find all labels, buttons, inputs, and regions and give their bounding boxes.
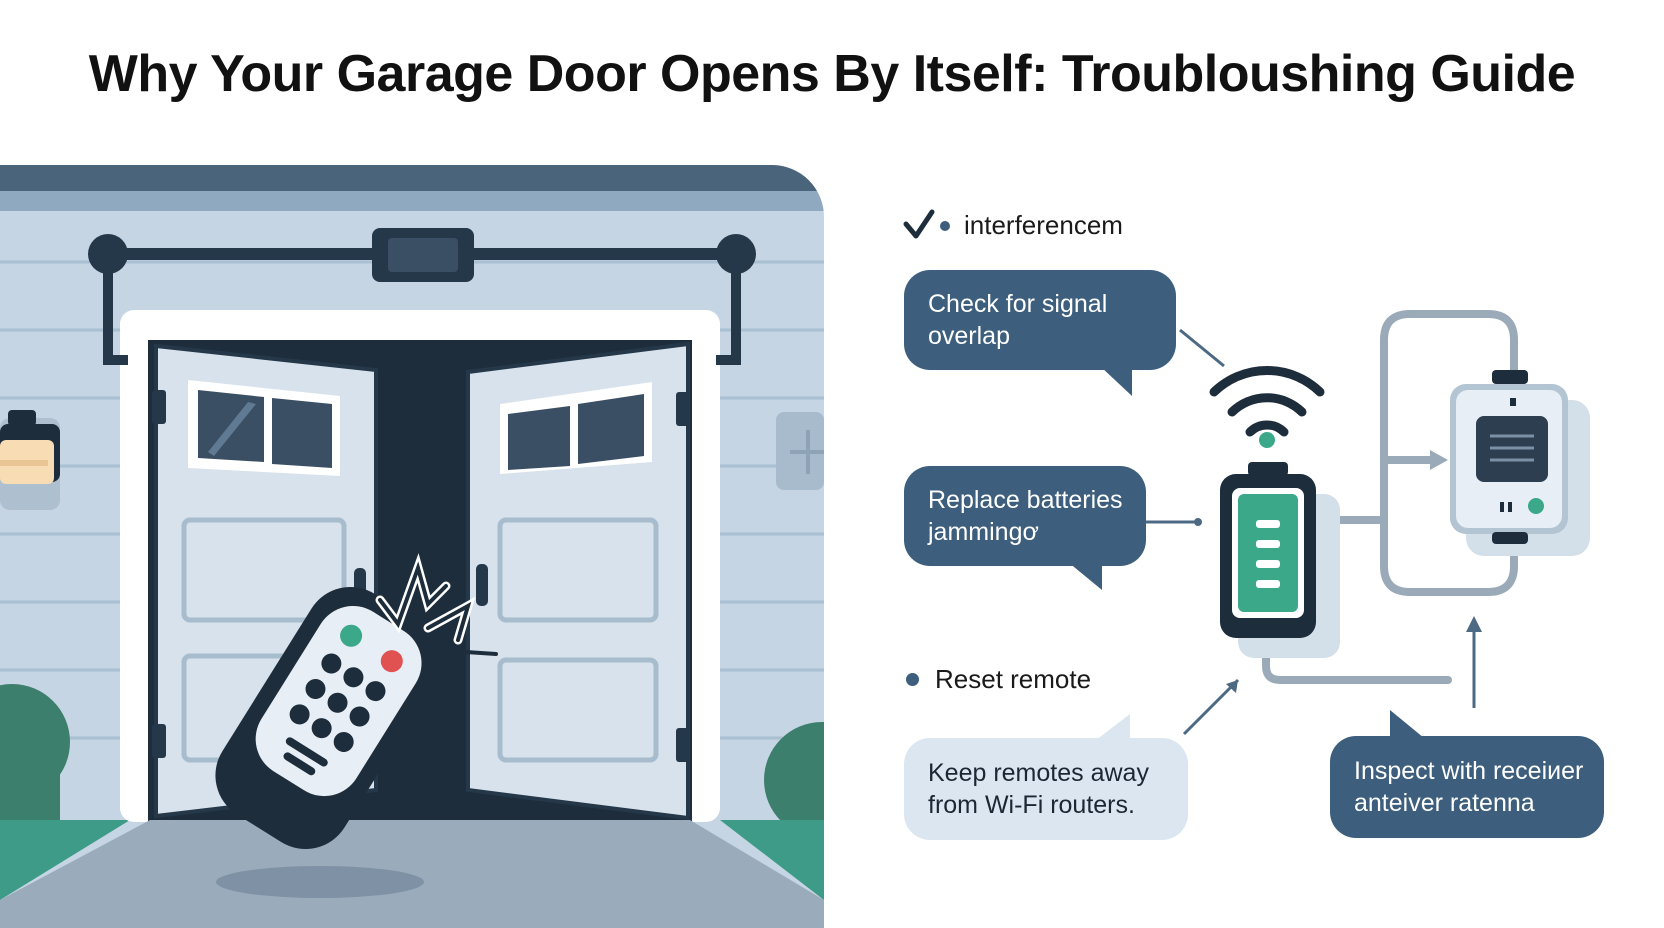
bubble-tail (1096, 714, 1130, 740)
door-right (466, 341, 690, 821)
label-interference-text: interferencem (964, 210, 1123, 240)
label-interference: interferencem (940, 210, 1123, 241)
receiver-unit-icon (1450, 370, 1590, 556)
wifi-signal-icon (1209, 366, 1325, 437)
bubble-antenna: Inspect with receiиer anteiver ratenna (1330, 736, 1604, 838)
bubble-tail (1068, 562, 1102, 590)
checkmark-icon (903, 209, 935, 239)
bubble-line: anteiver ratenna (1354, 789, 1535, 817)
fascia (0, 191, 824, 211)
label-reset-text: Reset remote (935, 664, 1092, 694)
wall-lamp-icon (0, 410, 60, 510)
page-title: Why Your Garage Door Opens By Itself: Tr… (88, 45, 1576, 103)
connector-lines (1146, 328, 1476, 736)
bubble-line: Inspect with receiиer (1354, 757, 1584, 785)
circuit-path (1262, 310, 1518, 684)
bubble-tail (1100, 366, 1132, 396)
remote-shadow (216, 866, 424, 898)
grass-left (0, 820, 130, 900)
bubble-batteries: Replace batteries jammingơ (904, 466, 1146, 566)
bush-right (764, 722, 824, 838)
bullet-dot-icon (940, 220, 950, 231)
bubble-tail (1390, 710, 1424, 738)
garage-opener-rail (88, 228, 756, 365)
label-reset-remote: Reset remote (906, 664, 1091, 695)
driveway (0, 820, 824, 928)
wall-box-icon (776, 412, 824, 490)
bubble-wifi: Keep remotes away from Wi-Fi routers. (904, 738, 1188, 840)
bullet-dot-icon (906, 673, 919, 686)
bubble-line: overlap (928, 322, 1010, 350)
grass-right (720, 820, 824, 900)
bush-left (0, 684, 70, 822)
bubble-line: Check for signal (928, 290, 1108, 318)
roof-edge (0, 165, 824, 191)
phone-device-icon (1220, 462, 1340, 658)
bubble-signal-overlap: Check for signal overlap (904, 270, 1176, 370)
bubble-line: Keep remotes away (928, 759, 1149, 787)
garage-scene (0, 165, 824, 928)
bubble-line: Replace batteries (928, 486, 1123, 514)
remote-control-icon (215, 586, 441, 850)
bubble-line: from Wi-Fi routers. (928, 791, 1135, 819)
bubble-line: jammingơ (928, 518, 1039, 546)
